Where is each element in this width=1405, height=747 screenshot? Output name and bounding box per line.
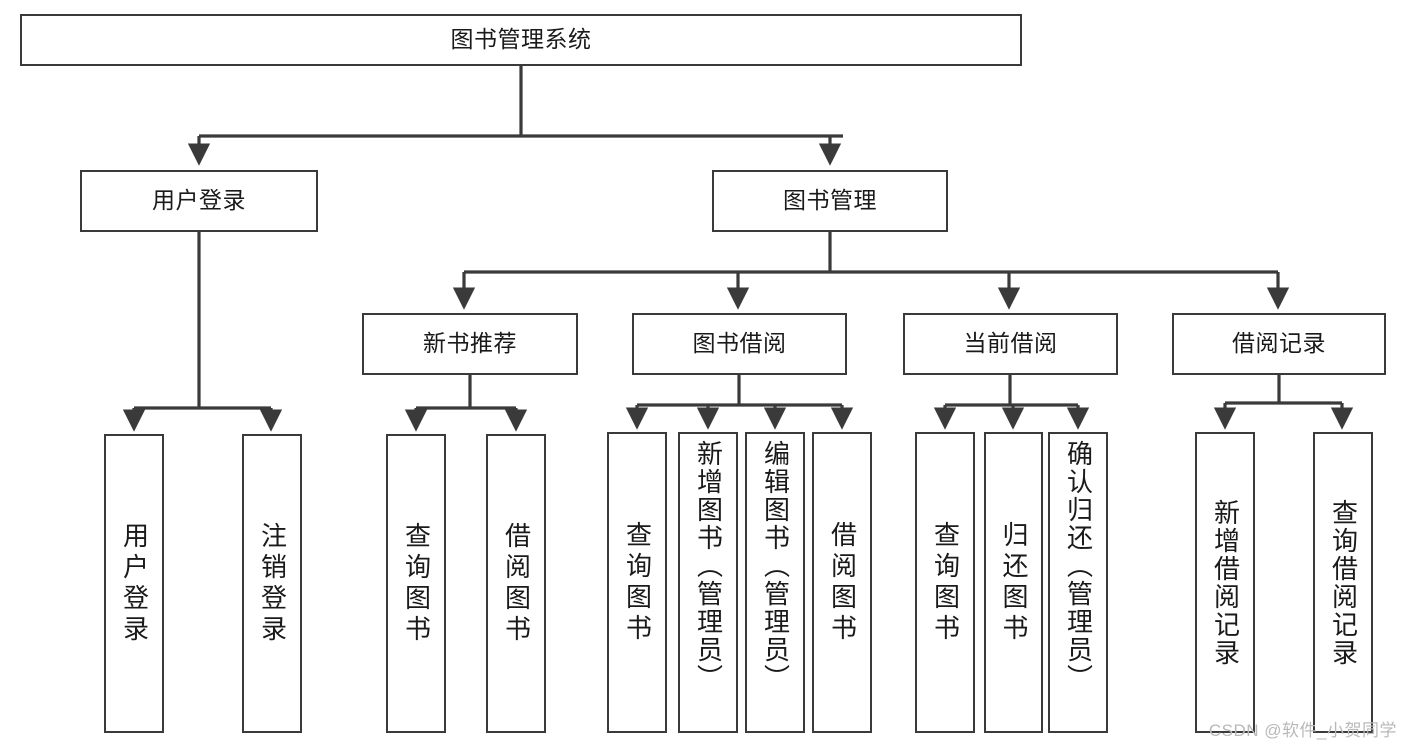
leaf-confirm-return-admin-label: 确认归还（管理员） xyxy=(1063,440,1094,692)
leaf-logout[interactable]: 注销登录 xyxy=(242,434,302,733)
node-root-label: 图书管理系统 xyxy=(450,26,592,53)
node-book-borrow-label: 图书借阅 xyxy=(692,330,787,357)
leaf-query-borrow-record-label: 查询借阅记录 xyxy=(1328,498,1359,667)
leaf-query-books-borrow[interactable]: 查询图书 xyxy=(607,432,667,733)
node-new-book-recommend-label: 新书推荐 xyxy=(423,330,517,357)
node-borrow-records-label: 借阅记录 xyxy=(1232,330,1326,357)
leaf-query-books-recommend-label: 查询图书 xyxy=(401,521,432,646)
leaf-query-borrow-record[interactable]: 查询借阅记录 xyxy=(1313,432,1373,733)
node-new-book-recommend[interactable]: 新书推荐 xyxy=(362,313,578,375)
leaf-add-borrow-record-label: 新增借阅记录 xyxy=(1210,498,1241,667)
node-book-borrow[interactable]: 图书借阅 xyxy=(632,313,847,375)
leaf-query-books-borrow-label: 查询图书 xyxy=(622,520,653,645)
node-current-borrow[interactable]: 当前借阅 xyxy=(903,313,1118,375)
node-book-management-label: 图书管理 xyxy=(783,187,877,214)
leaf-confirm-return-admin[interactable]: 确认归还（管理员） xyxy=(1048,432,1108,733)
leaf-return-books[interactable]: 归还图书 xyxy=(984,432,1043,733)
leaf-borrow-books-borrow[interactable]: 借阅图书 xyxy=(812,432,872,733)
node-borrow-records[interactable]: 借阅记录 xyxy=(1172,313,1386,375)
leaf-return-books-label: 归还图书 xyxy=(999,520,1030,645)
leaf-borrow-books-borrow-label: 借阅图书 xyxy=(827,520,858,645)
leaf-add-borrow-record[interactable]: 新增借阅记录 xyxy=(1195,432,1255,733)
node-user-login[interactable]: 用户登录 xyxy=(80,170,318,232)
leaf-query-books-current[interactable]: 查询图书 xyxy=(915,432,975,733)
leaf-edit-book-admin[interactable]: 编辑图书（管理员） xyxy=(745,432,805,733)
node-user-login-label: 用户登录 xyxy=(152,187,246,214)
node-current-borrow-label: 当前借阅 xyxy=(963,330,1058,357)
node-book-management[interactable]: 图书管理 xyxy=(712,170,948,232)
leaf-borrow-books-recommend[interactable]: 借阅图书 xyxy=(486,434,546,733)
leaf-user-login[interactable]: 用户登录 xyxy=(104,434,164,733)
node-root[interactable]: 图书管理系统 xyxy=(20,14,1022,66)
leaf-user-login-label: 用户登录 xyxy=(119,521,150,646)
leaf-query-books-recommend[interactable]: 查询图书 xyxy=(386,434,446,733)
leaf-borrow-books-recommend-label: 借阅图书 xyxy=(501,521,532,646)
leaf-query-books-current-label: 查询图书 xyxy=(930,520,961,645)
watermark: CSDN @软件_小贺同学 xyxy=(1208,721,1397,740)
leaf-add-book-admin-label: 新增图书（管理员） xyxy=(693,440,724,692)
leaf-logout-label: 注销登录 xyxy=(257,521,288,646)
leaf-add-book-admin[interactable]: 新增图书（管理员） xyxy=(678,432,738,733)
leaf-edit-book-admin-label: 编辑图书（管理员） xyxy=(760,440,791,692)
